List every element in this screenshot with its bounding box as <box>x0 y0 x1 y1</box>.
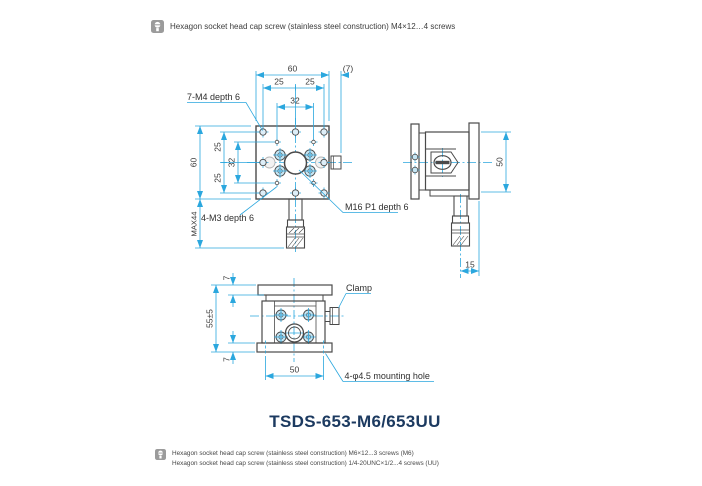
cap-screws <box>273 148 317 178</box>
label-clamp: Clamp <box>346 283 372 293</box>
micrometer-front <box>285 198 306 249</box>
label-4-m3: 4-M3 depth 6 <box>201 213 254 223</box>
dim-inner-32-top: 32 <box>290 96 300 106</box>
footer-note-line-2: Hexagon socket head cap screw (stainless… <box>172 459 439 467</box>
bottom-view: 7 55±5 7 50 Clamp 4-φ4.5 mounting hole <box>205 273 434 382</box>
dim-bottom-50: 50 <box>290 365 300 375</box>
dim-hole-25-right: 25 <box>305 77 315 87</box>
side-knob <box>330 155 342 170</box>
dim-hole-25-lower: 25 <box>213 173 223 183</box>
top-note-text: Hexagon socket head cap screw (stainless… <box>170 22 456 31</box>
dim-max44: MAX44 <box>190 212 199 237</box>
m16-hole <box>283 151 308 175</box>
bottom-view-dimensions <box>211 273 434 382</box>
side-view: 50 15 <box>403 122 511 278</box>
footer-note-lines: Hexagon socket head cap screw (stainless… <box>172 449 439 468</box>
top-note: Hexagon socket head cap screw (stainless… <box>151 20 455 38</box>
footer-notes: Hexagon socket head cap screw (stainless… <box>155 449 439 468</box>
screw-icon <box>151 20 164 38</box>
dim-hole-25-left: 25 <box>274 77 284 87</box>
front-view-dimensions <box>187 71 398 249</box>
bottom-cap-screws <box>274 308 316 344</box>
footer-note-line-1: Hexagon socket head cap screw (stainless… <box>172 450 414 457</box>
dim-width-60: 60 <box>288 64 298 74</box>
micrometer-side <box>450 195 471 247</box>
dim-hole-25-upper: 25 <box>213 142 223 152</box>
product-title: TSDS-653-M6/653UU <box>269 412 441 431</box>
dim-base-plate-7: 7 <box>222 357 232 362</box>
dim-top-plate-7: 7 <box>222 275 232 280</box>
screw-icon <box>155 449 166 464</box>
dim-knob-7: (7) <box>343 64 354 74</box>
front-view: 60 (7) 25 25 32 60 MAX44 25 32 25 7-M4 d… <box>187 64 409 252</box>
label-m16: M16 P1 depth 6 <box>345 202 409 212</box>
dim-side-15: 15 <box>465 260 475 270</box>
dim-inner-32-left: 32 <box>227 158 237 168</box>
side-view-dimensions <box>460 131 511 276</box>
m3-holes <box>273 138 318 187</box>
label-mounting-hole: 4-φ4.5 mounting hole <box>345 371 430 381</box>
m4-holes <box>257 126 330 199</box>
dim-height-55: 55±5 <box>205 309 215 328</box>
dim-side-50: 50 <box>495 157 505 167</box>
dim-height-60: 60 <box>189 158 199 168</box>
clamp-knob <box>324 307 340 325</box>
label-7-m4: 7-M4 depth 6 <box>187 92 240 102</box>
side-screw-holes <box>410 152 420 175</box>
